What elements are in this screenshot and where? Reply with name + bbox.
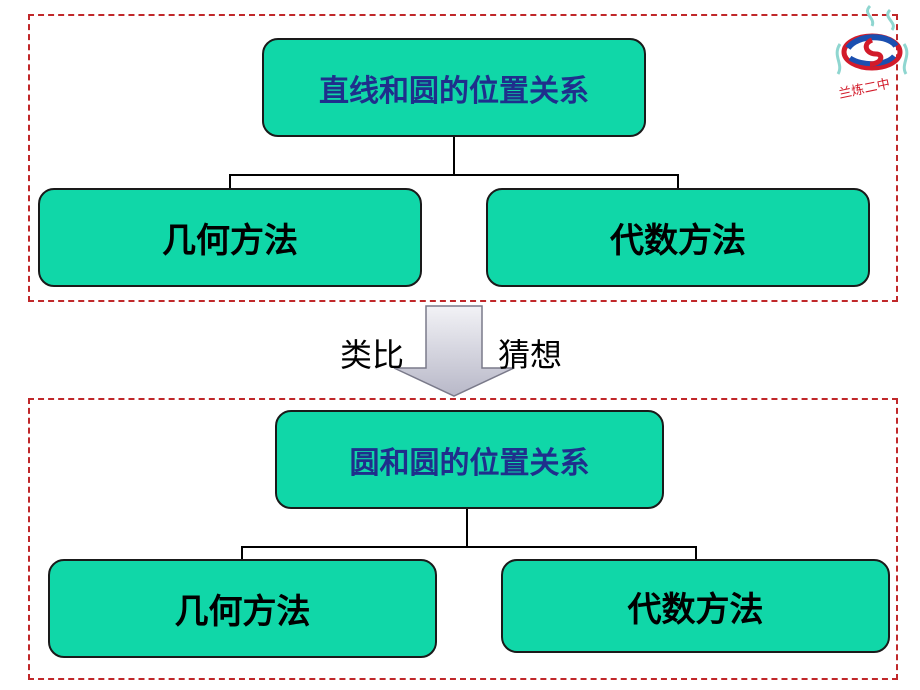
school-logo-icon bbox=[835, 4, 909, 75]
bottom-stem-line bbox=[466, 509, 468, 547]
bottom-left-node: 几何方法 bbox=[48, 559, 437, 658]
top-left-drop-line bbox=[229, 174, 231, 188]
top-section-frame bbox=[28, 14, 898, 302]
bottom-left-drop-line bbox=[241, 546, 243, 559]
transition-left-label: 类比 bbox=[340, 336, 405, 374]
down-arrow bbox=[393, 305, 515, 397]
bottom-right-label: 代数方法 bbox=[627, 589, 764, 630]
bottom-section-frame bbox=[28, 398, 898, 680]
top-left-label: 几何方法 bbox=[162, 221, 298, 261]
top-right-label: 代数方法 bbox=[610, 221, 746, 261]
top-left-node: 几何方法 bbox=[38, 188, 422, 287]
bottom-root-label: 圆和圆的位置关系 bbox=[349, 445, 590, 481]
top-root-node: 直线和圆的位置关系 bbox=[262, 38, 646, 137]
bottom-left-label: 几何方法 bbox=[174, 592, 311, 632]
top-right-drop-line bbox=[677, 174, 679, 188]
bottom-root-node: 圆和圆的位置关系 bbox=[275, 410, 664, 509]
top-bar-line bbox=[229, 174, 679, 176]
bottom-right-drop-line bbox=[695, 546, 697, 559]
bottom-bar-line bbox=[241, 546, 697, 548]
top-stem-line bbox=[453, 137, 455, 175]
top-right-node: 代数方法 bbox=[486, 188, 870, 287]
bottom-right-node: 代数方法 bbox=[501, 559, 890, 653]
top-root-label: 直线和圆的位置关系 bbox=[319, 73, 589, 109]
transition-right-label: 猜想 bbox=[498, 336, 563, 374]
